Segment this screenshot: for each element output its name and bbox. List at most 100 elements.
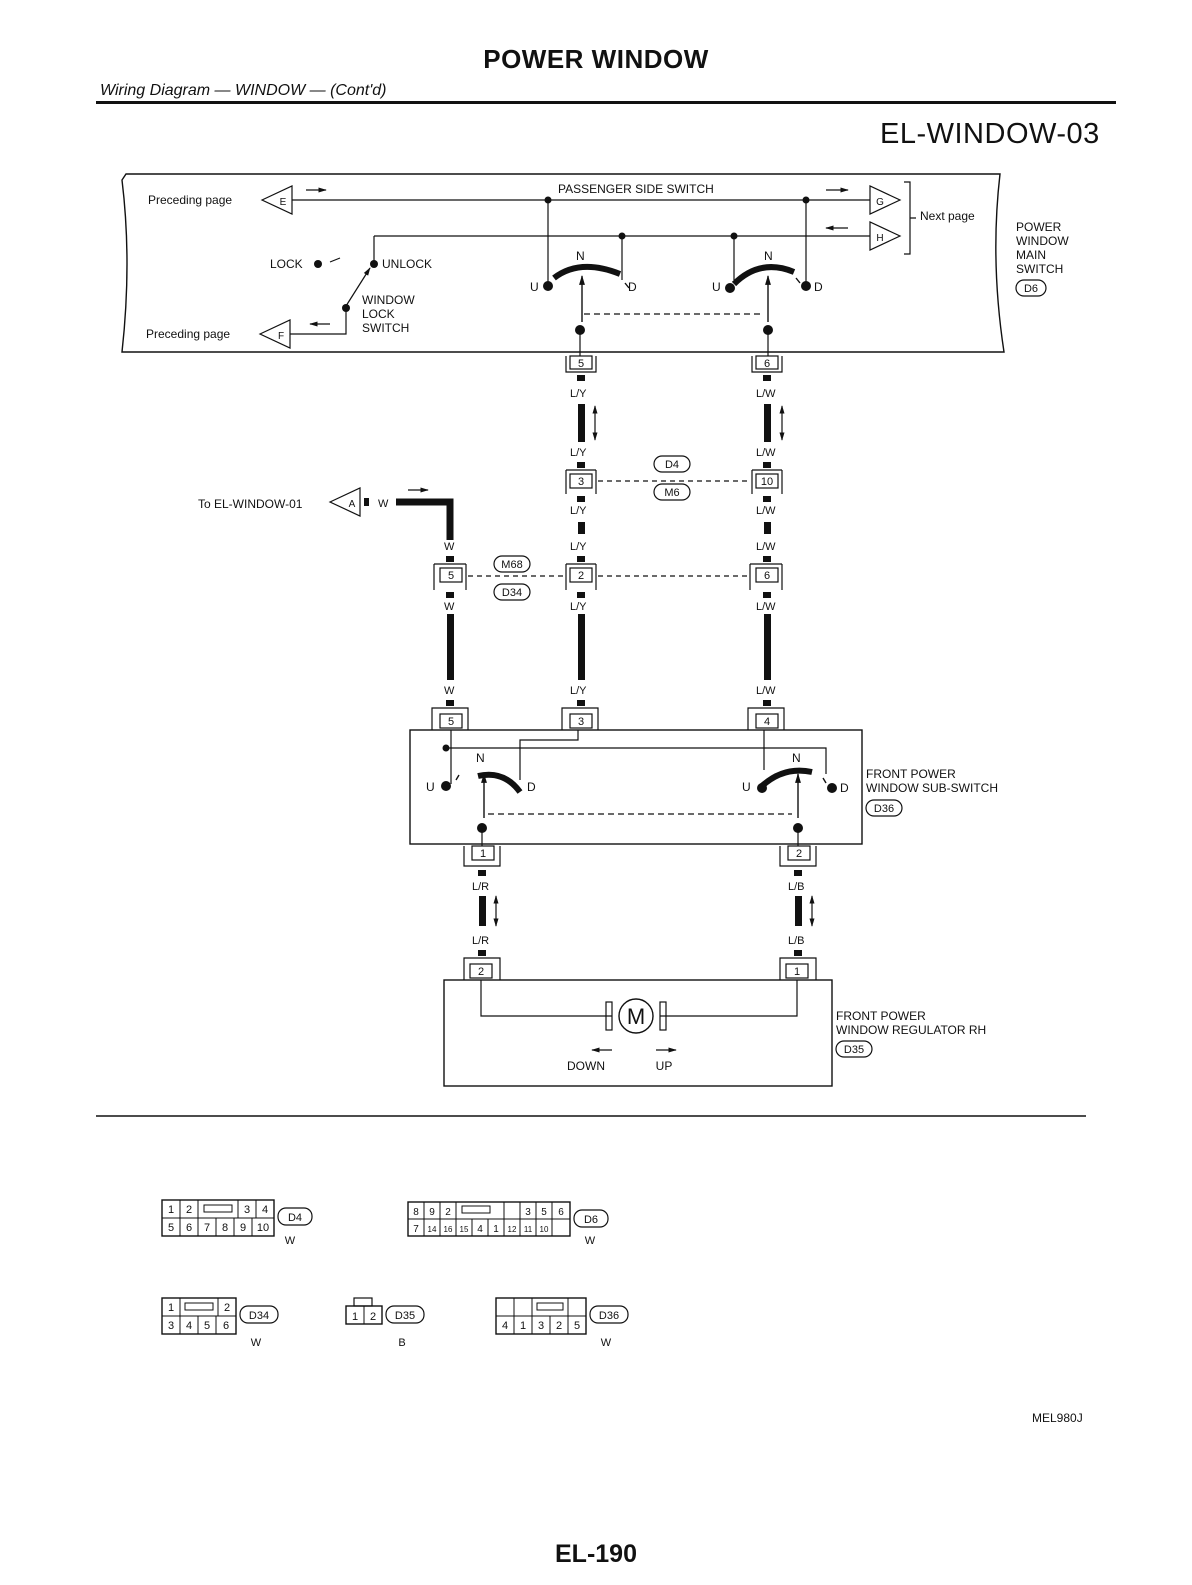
svg-text:W: W <box>285 1235 296 1247</box>
page-subtitle: Wiring Diagram — WINDOW — (Cont'd) <box>100 82 387 99</box>
svg-text:6: 6 <box>558 1207 564 1218</box>
svg-text:11: 11 <box>524 1225 533 1234</box>
svg-text:D34: D34 <box>249 1310 269 1322</box>
svg-text:1: 1 <box>352 1311 358 1323</box>
svg-text:4: 4 <box>477 1224 483 1235</box>
main-switch-terminal-6: 6 <box>751 355 783 373</box>
svg-text:1: 1 <box>168 1302 174 1314</box>
svg-text:5: 5 <box>448 570 454 582</box>
connector-m68-label: M68 <box>501 559 522 571</box>
d34-terminal-6: 6 <box>749 563 783 590</box>
sub-right-neutral: N <box>792 751 801 765</box>
svg-text:3: 3 <box>525 1207 531 1218</box>
sub-left-up: U <box>426 780 435 794</box>
connector-view-d6: 8 9 2 3 5 6 7 14 16 15 4 1 12 11 10 D6 W <box>407 1201 609 1247</box>
svg-text:5: 5 <box>448 716 454 728</box>
main-switch-connector: D6 <box>1024 283 1038 295</box>
connector-view-d35: 1 2 D35 B <box>345 1297 425 1349</box>
svg-text:1: 1 <box>493 1224 499 1235</box>
svg-text:3: 3 <box>578 716 584 728</box>
svg-text:10: 10 <box>761 476 773 488</box>
main-switch-name-4: SWITCH <box>1016 262 1063 276</box>
connector-view-d36: 4 1 3 2 5 D36 W <box>495 1297 629 1349</box>
connector-view-d4: 1 2 3 4 5 6 7 8 9 10 D4 W <box>161 1199 313 1247</box>
connector-d4-label: D4 <box>665 459 679 471</box>
wire-lb-2: L/B <box>788 935 805 947</box>
svg-text:6: 6 <box>764 570 770 582</box>
svg-text:4: 4 <box>502 1320 508 1332</box>
connector-view-d34: 1 2 3 4 5 6 D34 W <box>161 1297 279 1349</box>
wire-ly-6: L/Y <box>570 685 587 697</box>
sub-switch-name-2: WINDOW SUB-SWITCH <box>866 781 998 795</box>
wire-w-3: W <box>444 601 455 613</box>
svg-text:D35: D35 <box>395 1310 415 1322</box>
main-right-up: U <box>712 280 721 294</box>
sub-switch-connector: D36 <box>874 803 894 815</box>
svg-text:2: 2 <box>224 1302 230 1314</box>
wire-w-4: W <box>444 685 455 697</box>
svg-text:1: 1 <box>168 1204 174 1216</box>
svg-text:5: 5 <box>204 1320 210 1332</box>
page-number: EL-190 <box>555 1540 637 1568</box>
main-switch-name-3: MAIN <box>1016 248 1046 262</box>
regulator-terminal-2: 2 <box>463 957 501 980</box>
main-switch-name-1: POWER <box>1016 220 1062 234</box>
svg-text:6: 6 <box>764 358 770 370</box>
svg-text:2: 2 <box>370 1311 376 1323</box>
sub-right-down: D <box>840 781 849 795</box>
svg-text:D4: D4 <box>288 1212 302 1224</box>
sub-right-up: U <box>742 780 751 794</box>
svg-text:8: 8 <box>413 1207 419 1218</box>
wire-lw-5: L/W <box>756 601 776 613</box>
svg-text:3: 3 <box>244 1204 250 1216</box>
svg-text:4: 4 <box>764 716 770 728</box>
preceding-page-label-1: Preceding page <box>148 193 232 207</box>
wire-lr-1: L/R <box>472 881 489 893</box>
lock-switch-name-1: WINDOW <box>362 293 415 307</box>
regulator-name-2: WINDOW REGULATOR RH <box>836 1023 986 1037</box>
svg-text:4: 4 <box>186 1320 192 1332</box>
up-label: UP <box>656 1059 673 1073</box>
sub-switch-name-1: FRONT POWER <box>866 767 956 781</box>
svg-text:7: 7 <box>413 1224 419 1235</box>
main-switch-terminal-5: 5 <box>565 355 597 373</box>
sub-switch-terminal-1: 1 <box>463 845 501 867</box>
d34-terminal-5: 5 <box>433 563 467 590</box>
main-left-down: D <box>628 280 637 294</box>
svg-text:12: 12 <box>508 1225 517 1234</box>
regulator-box <box>443 979 833 1087</box>
svg-text:3: 3 <box>578 476 584 488</box>
motor-label: M <box>627 1004 645 1029</box>
d4-terminal-10: 10 <box>751 469 783 494</box>
main-left-up: U <box>530 280 539 294</box>
wire-ly-3: L/Y <box>570 505 587 517</box>
regulator-name-1: FRONT POWER <box>836 1009 926 1023</box>
svg-text:3: 3 <box>538 1320 544 1332</box>
d34-terminal-2: 2 <box>565 563 597 590</box>
page-title: POWER WINDOW <box>483 44 709 74</box>
sub-switch-terminal-5: 5 <box>431 707 469 730</box>
sub-switch-terminal-4: 4 <box>747 707 785 730</box>
svg-text:1: 1 <box>480 848 486 860</box>
main-switch-name-2: WINDOW <box>1016 234 1069 248</box>
svg-text:14: 14 <box>428 1225 437 1234</box>
svg-text:10: 10 <box>540 1225 549 1234</box>
wire-lw-1: L/W <box>756 388 776 400</box>
svg-text:1: 1 <box>520 1320 526 1332</box>
svg-text:2: 2 <box>556 1320 562 1332</box>
connector-f: F <box>278 331 284 342</box>
svg-text:2: 2 <box>578 570 584 582</box>
diagram-id: EL-WINDOW-03 <box>880 118 1100 150</box>
main-right-down: D <box>814 280 823 294</box>
wire-lw-3: L/W <box>756 505 776 517</box>
svg-text:9: 9 <box>429 1207 435 1218</box>
regulator-terminal-1: 1 <box>779 957 817 980</box>
svg-text:6: 6 <box>186 1222 192 1234</box>
wire-lw-4: L/W <box>756 541 776 553</box>
connector-a: A <box>349 499 356 510</box>
sub-left-neutral: N <box>476 751 485 765</box>
unlock-label: UNLOCK <box>382 257 432 271</box>
down-label: DOWN <box>567 1059 605 1073</box>
wire-lw-6: L/W <box>756 685 776 697</box>
